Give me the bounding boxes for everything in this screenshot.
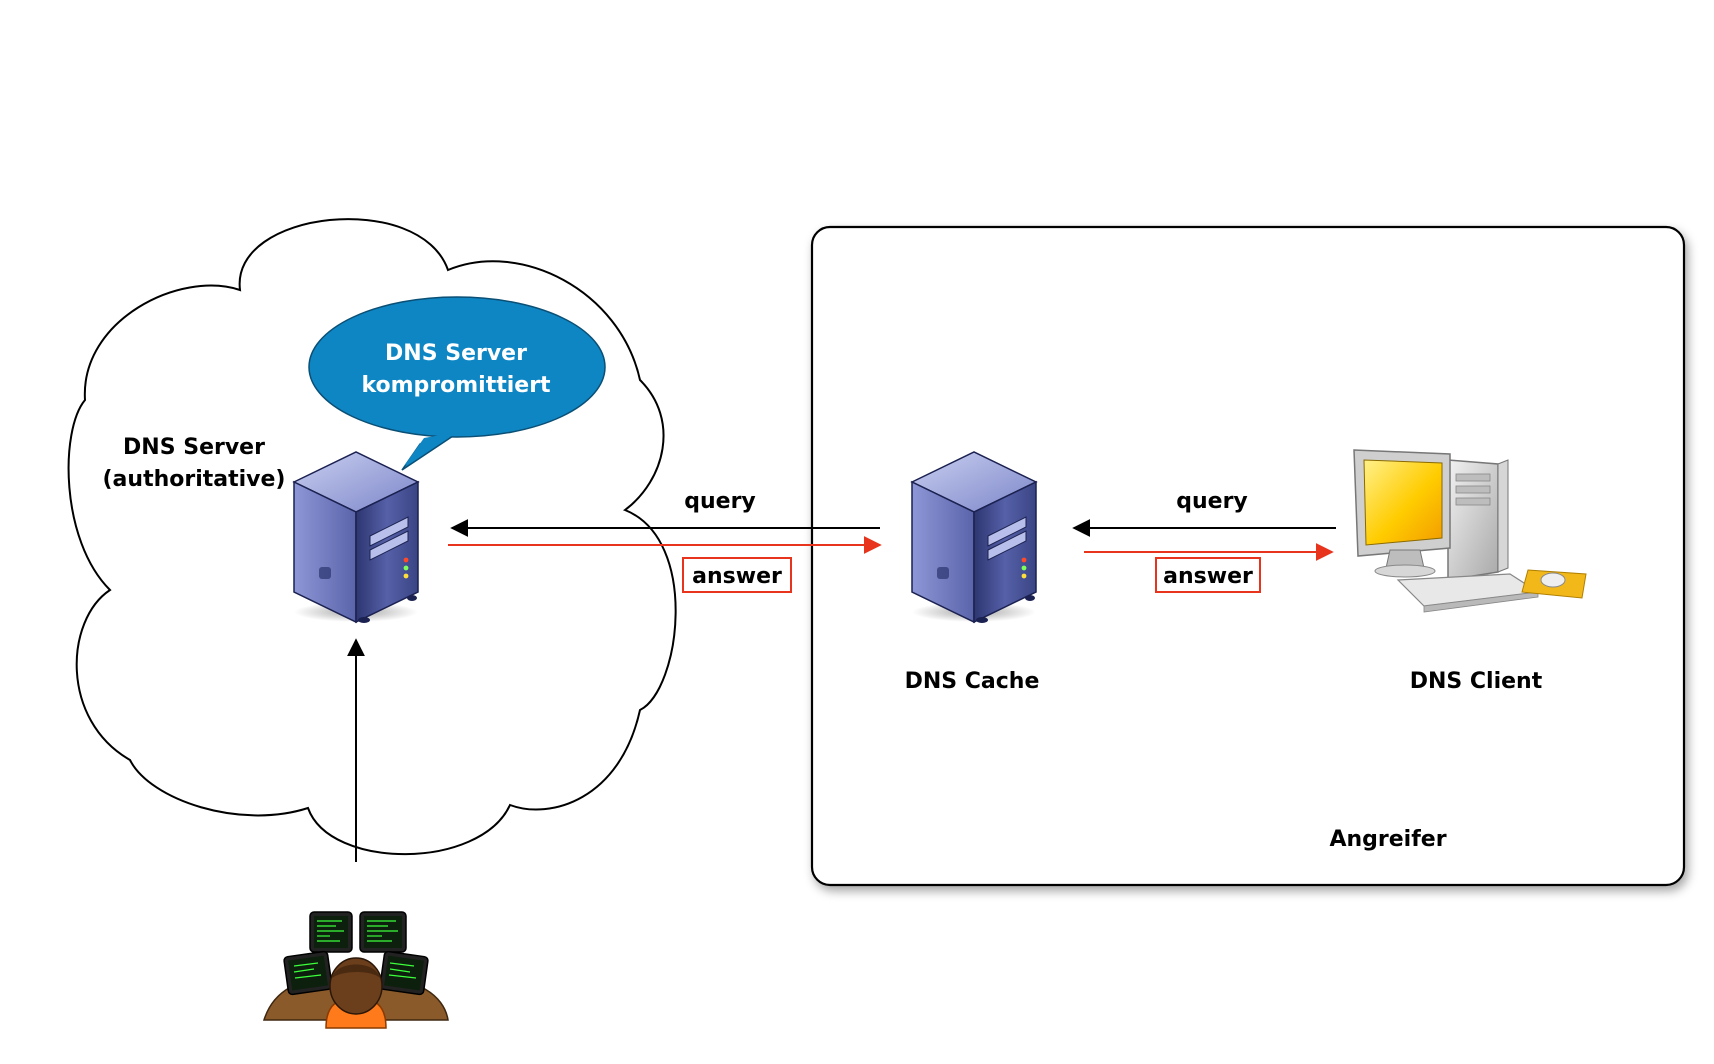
dns-client-computer — [1353, 449, 1587, 613]
answer-label-left: answer — [692, 564, 782, 589]
desktop-computer-icon — [1353, 449, 1587, 613]
authoritative-server-label-line1: DNS Server — [123, 435, 265, 460]
query-label-right: query — [1176, 489, 1248, 514]
attacker-box — [810, 225, 1686, 887]
callout-line2: kompromittiert — [361, 373, 551, 398]
hacker-icon — [262, 911, 449, 1029]
edge-client-to-cache: query answer — [1072, 489, 1336, 593]
answer-box-right — [1155, 557, 1261, 593]
query-label-left: query — [684, 489, 756, 514]
callout-line1: DNS Server — [385, 341, 527, 366]
attacker-box-label: Angreifer — [1329, 827, 1446, 852]
dns-cache-server — [910, 451, 1038, 624]
answer-box-left — [682, 557, 792, 593]
compromised-callout: DNS Server kompromittiert — [308, 296, 606, 471]
dns-client-label: DNS Client — [1410, 669, 1543, 694]
dns-cache-label: DNS Cache — [905, 669, 1040, 694]
authoritative-server-label-line2: (authoritative) — [103, 467, 286, 492]
server-tower-icon — [910, 451, 1038, 624]
answer-label-right: answer — [1163, 564, 1253, 589]
edge-cache-to-server: query answer — [448, 489, 882, 593]
server-tower-icon — [292, 451, 420, 624]
authoritative-server — [292, 451, 420, 624]
